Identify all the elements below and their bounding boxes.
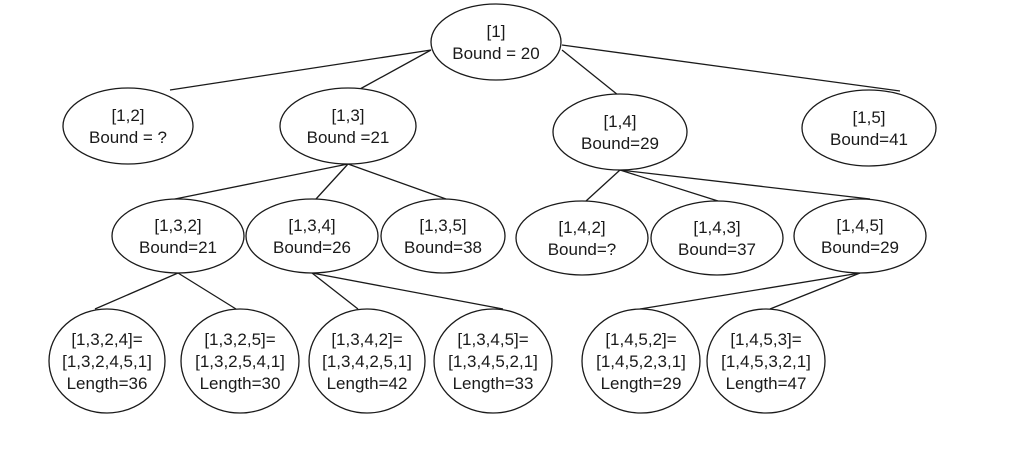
tree-node-n1342: [1,3,4,2]= [1,3,4,2,5,1] Length=42 [308, 308, 426, 414]
tree-node-n145: [1,4,5] Bound=29 [793, 198, 927, 274]
node-label-line: [1,3,4,5,2,1] [448, 352, 538, 371]
node-ellipse [245, 198, 379, 274]
node-ellipse [793, 198, 927, 274]
tree-node-n12: [1,2] Bound = ? [62, 87, 194, 165]
node-ellipse [279, 87, 417, 165]
node-label-line: [1,2] [111, 106, 144, 125]
node-label-line: Bound=21 [139, 238, 217, 257]
node-label-line: [1,4,5,2]= [605, 330, 676, 349]
node-label-line: [1,3,2] [154, 216, 201, 235]
tree-node-n132: [1,3,2] Bound=21 [111, 198, 245, 274]
node-label-line: Length=33 [453, 374, 534, 393]
edge-n134-n1342 [311, 272, 359, 310]
node-label-line: Bound=29 [581, 134, 659, 153]
node-ellipse [515, 200, 649, 276]
node-ellipse [180, 308, 300, 414]
node-label-line: Bound = 20 [452, 44, 539, 63]
node-label-line: Bound=29 [821, 238, 899, 257]
node-label-line: Bound = ? [89, 128, 167, 147]
node-ellipse [380, 198, 506, 274]
node-label-line: Length=29 [601, 374, 682, 393]
edge-n13-n135 [347, 163, 447, 200]
edge-n1-n13 [359, 49, 432, 90]
node-label-line: Length=36 [67, 374, 148, 393]
node-label-line: [1,3,4,5]= [457, 330, 528, 349]
tree-node-n1345: [1,3,4,5]= [1,3,4,5,2,1] Length=33 [433, 308, 553, 414]
node-label-line: [1,4,3] [693, 218, 740, 237]
node-label-line: [1,3,2,5,4,1] [195, 352, 285, 371]
node-label-line: Bound=? [548, 240, 617, 259]
tree-node-n1: [1] Bound = 20 [430, 3, 562, 81]
edge-n145-n1452 [639, 272, 861, 310]
node-label-line: [1,3,5] [419, 216, 466, 235]
node-label-line: Length=42 [327, 374, 408, 393]
tree-node-n1324: [1,3,2,4]= [1,3,2,4,5,1] Length=36 [48, 308, 166, 414]
tree-node-n134: [1,3,4] Bound=26 [245, 198, 379, 274]
node-label-line: [1,3,4] [288, 216, 335, 235]
tree-node-n15: [1,5] Bound=41 [801, 89, 937, 167]
node-label-line: Bound=41 [830, 130, 908, 149]
tree-node-n14: [1,4] Bound=29 [552, 93, 688, 171]
node-label-line: [1,4,5,3]= [730, 330, 801, 349]
edge-n132-n1325 [177, 272, 237, 310]
tree-node-n1325: [1,3,2,5]= [1,3,2,5,4,1] Length=30 [180, 308, 300, 414]
node-label-line: [1,3,4,2]= [331, 330, 402, 349]
node-label-line: Bound=37 [678, 240, 756, 259]
tree-node-n1452: [1,4,5,2]= [1,4,5,2,3,1] Length=29 [581, 308, 701, 414]
node-label-line: Length=30 [200, 374, 281, 393]
edge-n1-n15 [561, 44, 901, 92]
node-ellipse [430, 3, 562, 81]
node-label-line: Bound=26 [273, 238, 351, 257]
edge-n145-n1453 [769, 272, 861, 310]
node-label-line: [1,4,5] [836, 216, 883, 235]
node-label-line: [1] [487, 22, 506, 41]
tree-node-n142: [1,4,2] Bound=? [515, 200, 649, 276]
edge-n14-n143 [619, 169, 719, 202]
node-label-line: [1,5] [852, 108, 885, 127]
edge-n13-n134 [315, 163, 349, 200]
edge-n1-n14 [561, 49, 619, 96]
tree-node-n1453: [1,4,5,3]= [1,4,5,3,2,1] Length=47 [706, 308, 826, 414]
node-ellipse [48, 308, 166, 414]
node-ellipse [552, 93, 688, 171]
node-ellipse [433, 308, 553, 414]
edges-layer [94, 44, 901, 310]
node-label-line: [1,4] [603, 112, 636, 131]
edge-n132-n1324 [94, 272, 179, 310]
tree-node-n135: [1,3,5] Bound=38 [380, 198, 506, 274]
node-label-line: Bound =21 [307, 128, 390, 147]
edge-n13-n132 [169, 163, 349, 201]
tree-node-n13: [1,3] Bound =21 [279, 87, 417, 165]
nodes-layer: [1] Bound = 20 [1,2] Bound = ? [1,3] Bound =2… [48, 3, 937, 414]
node-label-line: [1,3,2,4]= [71, 330, 142, 349]
node-ellipse [111, 198, 245, 274]
edge-n14-n145 [619, 169, 871, 200]
node-label-line: Bound=38 [404, 238, 482, 257]
tree-node-n143: [1,4,3] Bound=37 [650, 200, 784, 276]
node-label-line: [1,3,2,4,5,1] [62, 352, 152, 371]
node-label-line: [1,3,4,2,5,1] [322, 352, 412, 371]
node-ellipse [706, 308, 826, 414]
node-label-line: [1,3] [331, 106, 364, 125]
edge-n1-n12 [169, 49, 432, 91]
node-label-line: Length=47 [726, 374, 807, 393]
edge-n134-n1345 [311, 272, 504, 310]
edge-n14-n142 [585, 169, 621, 202]
node-ellipse [62, 87, 194, 165]
node-ellipse [581, 308, 701, 414]
node-label-line: [1,3,2,5]= [204, 330, 275, 349]
node-ellipse [308, 308, 426, 414]
node-ellipse [650, 200, 784, 276]
node-ellipse [801, 89, 937, 167]
node-label-line: [1,4,2] [558, 218, 605, 237]
node-label-line: [1,4,5,2,3,1] [596, 352, 686, 371]
node-label-line: [1,4,5,3,2,1] [721, 352, 811, 371]
